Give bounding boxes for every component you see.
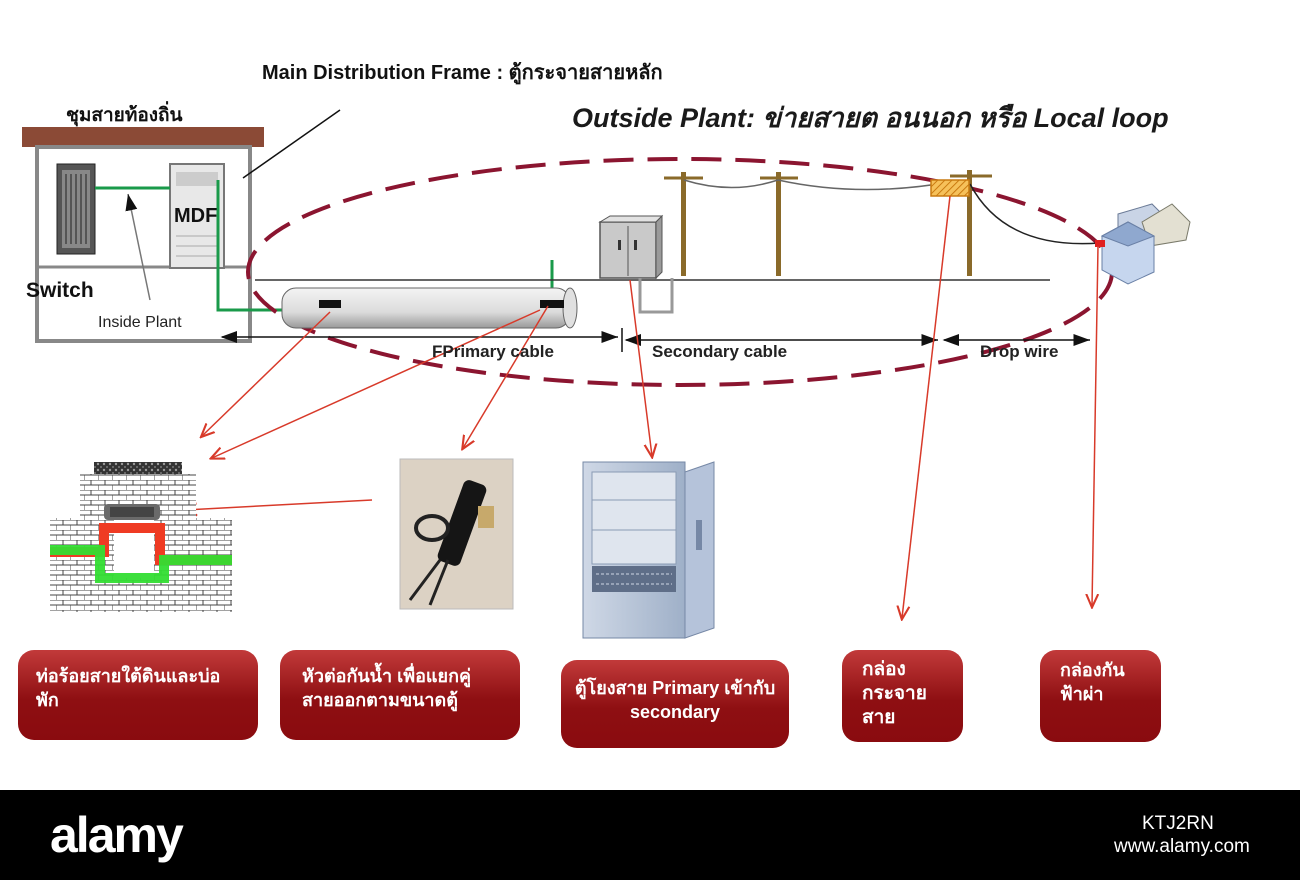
mdf-pointer-line xyxy=(242,109,341,179)
caption-box-lightning: กล่องกันฟ้าผ่า xyxy=(1040,650,1161,742)
caption-text: กล่องกระจายสาย xyxy=(862,659,927,728)
cabinet-photo xyxy=(582,461,715,639)
primary-cable-label: FPrimary cable xyxy=(432,342,554,361)
drop-wire-label: Drop wire xyxy=(980,342,1059,361)
mdf-frame-icon xyxy=(169,163,225,269)
manhole-illustration xyxy=(50,462,232,612)
switch-label: Switch xyxy=(26,279,94,302)
footer-url: www.alamy.com xyxy=(1114,836,1250,857)
mdf-label: MDF xyxy=(174,205,218,227)
mdf-title-label: Main Distribution Frame : ตู้กระจายสายหล… xyxy=(262,62,663,84)
image-id: KTJ2RN xyxy=(1142,813,1214,834)
distribution-box-icon xyxy=(930,179,970,197)
caption-text: ท่อร้อยสายใต้ดินและบ่อพัก xyxy=(36,666,221,710)
red-pointer-arrows xyxy=(185,195,1098,618)
utility-poles xyxy=(664,170,1101,276)
outside-plant-diagram xyxy=(22,109,1191,639)
exchange-label: ชุมสายท้องถิ่น xyxy=(66,105,183,126)
caption-text: กล่องกันฟ้าผ่า xyxy=(1060,660,1125,704)
inside-plant-arrow xyxy=(125,193,151,301)
caption-box-cabinet: ตู้โยงสาย Primary เข้ากับ secondary xyxy=(561,660,789,748)
alamy-logo: alamy xyxy=(50,807,184,863)
outside-plant-title: Outside Plant: ข่ายสายต อนนอก หรือ Local… xyxy=(572,103,1169,133)
underground-pipe xyxy=(281,287,578,329)
caption-box-conduit: ท่อร้อยสายใต้ดินและบ่อพัก xyxy=(18,650,258,740)
houses-icon xyxy=(1095,203,1191,285)
inside-plant-label: Inside Plant xyxy=(98,314,182,331)
switch-rack-icon xyxy=(56,163,96,255)
exchange-building xyxy=(22,127,264,343)
cross-connect-cabinet-icon xyxy=(598,214,674,314)
caption-box-distribution: กล่องกระจายสาย xyxy=(842,650,963,742)
splice-closure-photo xyxy=(399,458,514,610)
watermark-footer xyxy=(0,790,1300,880)
caption-text: หัวต่อกันน้ำ เพื่อแยกคู่สายออกตามขนาดตู้ xyxy=(302,666,472,710)
secondary-cable-label: Secondary cable xyxy=(652,342,788,361)
caption-text: ตู้โยงสาย Primary เข้ากับ secondary xyxy=(574,678,776,722)
caption-box-splice: หัวต่อกันน้ำ เพื่อแยกคู่สายออกตามขนาดตู้ xyxy=(280,650,520,740)
